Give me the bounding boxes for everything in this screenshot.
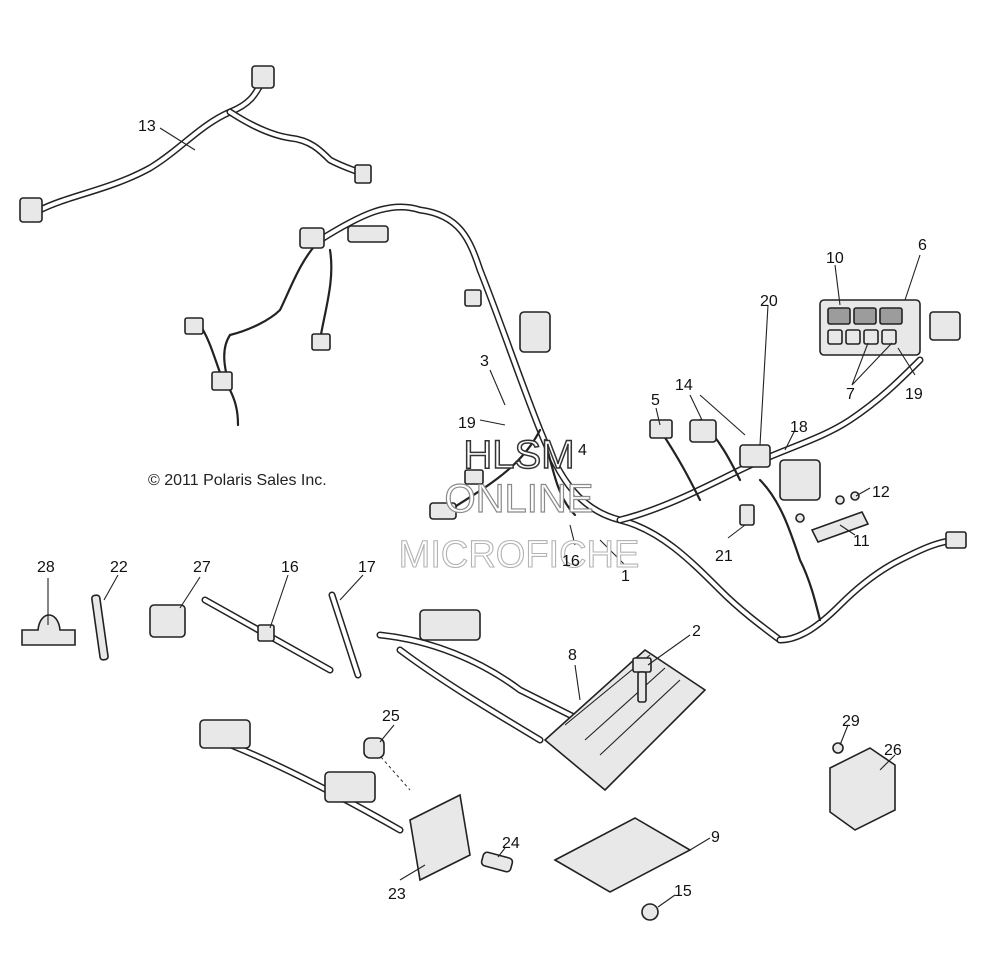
callout-4: 4: [578, 442, 587, 459]
callout-23: 23: [388, 886, 406, 903]
part-26-relay: [829, 742, 896, 831]
callout-3: 3: [480, 353, 489, 370]
callout-7: 7: [846, 386, 855, 403]
callout-10: 10: [826, 250, 844, 267]
callout-8: 8: [568, 647, 577, 664]
callout-21: 21: [715, 548, 733, 565]
callout-13: 13: [138, 118, 156, 135]
callout-29: 29: [842, 713, 860, 730]
callout-11: 11: [853, 533, 870, 550]
part-2-bolt: [632, 657, 652, 703]
callout-19a: 19: [458, 415, 476, 432]
callout-5: 5: [651, 392, 660, 409]
part-23-module: [199, 719, 471, 882]
callout-24: 24: [502, 835, 520, 852]
callout-22: 22: [110, 559, 128, 576]
callout-19b: 19: [905, 386, 923, 403]
part-24-bolt: [480, 851, 514, 873]
part-25-spacer: [363, 737, 385, 759]
part-27-clip: [149, 604, 186, 638]
callout-20: 20: [760, 293, 778, 310]
watermark-line3: MICROFICHE: [399, 534, 640, 576]
copyright-text: © 2011 Polaris Sales Inc.: [148, 472, 327, 489]
watermark-line2: ONLINE: [445, 477, 594, 521]
callout-14: 14: [675, 377, 693, 394]
callout-9: 9: [711, 829, 720, 846]
part-16-tie: [201, 596, 334, 674]
part-28-clip: [21, 614, 76, 646]
callout-17: 17: [358, 559, 376, 576]
callout-27: 27: [193, 559, 211, 576]
part-22-tie: [91, 594, 109, 661]
callout-15: 15: [674, 883, 692, 900]
part-9-plate: [553, 817, 692, 893]
callout-18: 18: [790, 419, 808, 436]
callout-16b: 16: [281, 559, 299, 576]
relay-box: [819, 299, 961, 356]
callout-12: 12: [872, 484, 890, 501]
part-15-fastener: [641, 903, 659, 921]
part-8-regulator: [376, 609, 707, 792]
callout-26: 26: [884, 742, 902, 759]
right-harness: [616, 356, 967, 644]
callout-16a: 16: [562, 553, 580, 570]
leader-lines: [47, 127, 921, 908]
watermark-line1: HLSM: [463, 433, 574, 477]
callout-6: 6: [918, 237, 927, 254]
callout-2: 2: [692, 623, 701, 640]
callout-1: 1: [621, 568, 630, 585]
callout-25: 25: [382, 708, 400, 725]
part-13-harness: [19, 65, 372, 223]
part-11-plate: [795, 491, 870, 543]
part-1-main-harness: [184, 203, 784, 644]
part-17-tie: [328, 591, 362, 679]
part-21-connector: [739, 504, 755, 526]
callout-28: 28: [37, 559, 55, 576]
